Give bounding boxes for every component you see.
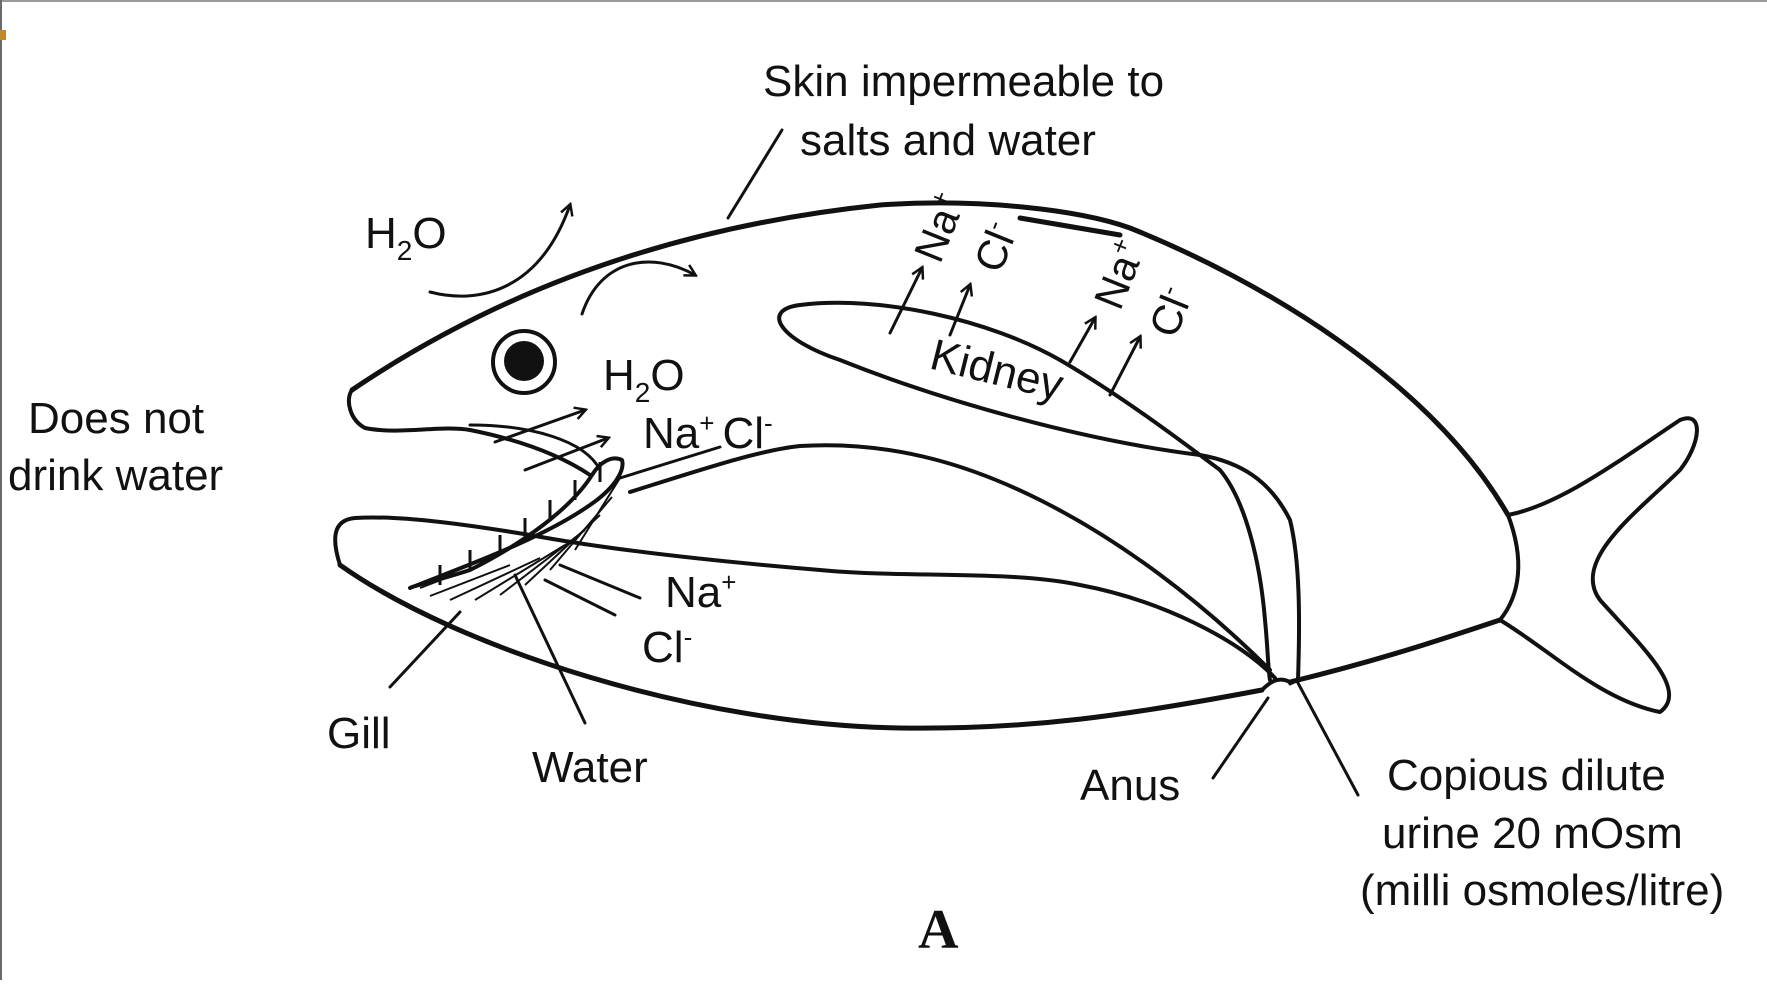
label-gill: Gill (327, 709, 391, 758)
arrow-h2o-outside (430, 205, 570, 296)
leader-gill (390, 612, 460, 687)
label-drink-water: drink water (8, 451, 223, 500)
label-h2o-mouth: H2O (603, 351, 685, 408)
anus-connector (1262, 680, 1290, 690)
tail-fin (1500, 418, 1697, 712)
label-does-not: Does not (28, 394, 204, 443)
fish-belly-outline (340, 565, 1262, 728)
frame-top-edge (0, 0, 1767, 2)
corner-mark (0, 30, 6, 40)
label-water: Water (532, 743, 648, 792)
label-urine-line1: Copious dilute (1387, 751, 1666, 800)
label-cl-kidney-2: Cl- (1138, 280, 1202, 343)
gill-chamber-outline (335, 517, 1275, 678)
arrow-kidney-1 (890, 268, 922, 333)
leader-urine (1298, 683, 1358, 795)
arrow-skin-inward (582, 262, 695, 314)
label-h2o-outside: H2O (365, 209, 447, 266)
fish-body (340, 203, 1697, 728)
leader-water (515, 575, 585, 723)
gut-upper (630, 445, 1270, 670)
label-na-kidney-2: Na+ (1083, 233, 1154, 315)
label-cl-gill: Cl- (642, 622, 692, 672)
label-skin-line1: Skin impermeable to (763, 57, 1164, 106)
eye (493, 331, 555, 393)
tail-base (1500, 515, 1518, 620)
arrows (430, 205, 1140, 470)
eye-pupil (504, 341, 544, 381)
arrow-kidney-4 (1110, 337, 1140, 395)
leader-anus (1213, 698, 1268, 778)
panel-letter: A (918, 899, 959, 961)
arrow-kidney-2 (950, 285, 970, 335)
label-cl-kidney-1: Cl- (963, 215, 1027, 278)
frame-left-edge (0, 0, 2, 980)
label-na-kidney-1: Na+ (903, 186, 974, 268)
fish-nose (349, 390, 590, 475)
label-skin-line2: salts and water (800, 116, 1096, 165)
arrow-kidney-3 (1070, 318, 1095, 362)
label-urine-line3: (milli osmoles/litre) (1360, 866, 1724, 915)
leader-skin (728, 130, 782, 218)
fish-belly-lower-rear (1290, 620, 1500, 682)
label-urine-line2: urine 20 mOsm (1382, 809, 1683, 858)
label-na-gill: Na+ (665, 567, 736, 617)
leader-cl-gill (545, 580, 615, 615)
label-anus: Anus (1080, 761, 1180, 810)
